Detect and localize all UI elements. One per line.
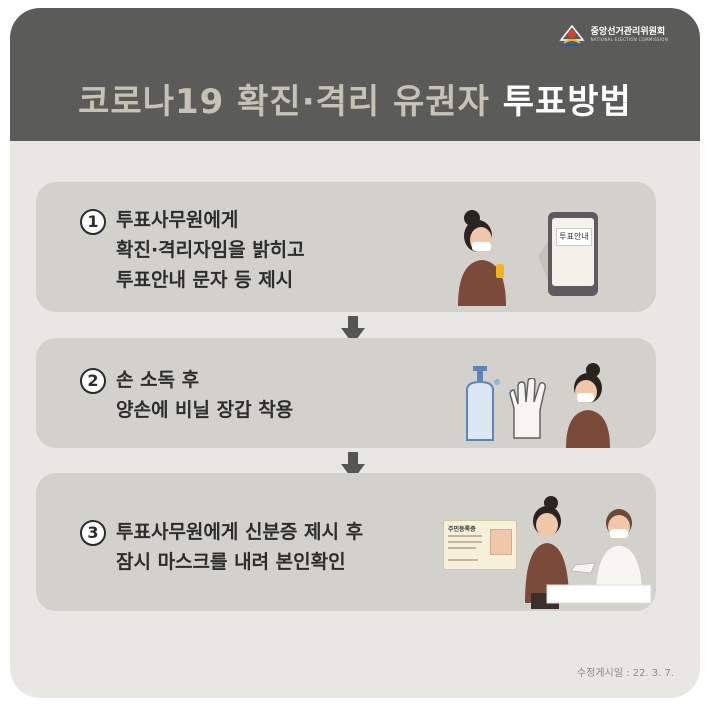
title-part2: 투표방법 [502, 82, 632, 122]
step-3-line-1: 투표사무원에게 신분증 제시 후 [116, 521, 364, 543]
title-part1: 코로나19 확진·격리 유권자 [78, 82, 490, 122]
step-3-line-2: 잠시 마스크를 내려 본인확인 [116, 551, 346, 573]
step-3-card: 3 투표사무원에게 신분증 제시 후 잠시 마스크를 내려 본인확인 주민등록증 [36, 473, 656, 611]
step-2-number: 2 [80, 368, 106, 394]
header: 중앙선거관리위원회 NATIONAL ELECTION COMMISSION 코… [10, 8, 700, 141]
step-1-line-1: 투표사무원에게 [116, 209, 239, 231]
id-check-illustration [525, 496, 651, 609]
step-1-line-3: 투표안내 문자 등 제시 [116, 269, 294, 291]
step-2-line-2: 양손에 비닐 장갑 착용 [116, 399, 294, 421]
phone-message: 투표안내 [556, 228, 592, 246]
phone-icon: 투표안내 [548, 212, 598, 296]
step-1-number: 1 [80, 209, 106, 235]
page-title: 코로나19 확진·격리 유권자 투표방법 [10, 82, 700, 122]
down-arrow-icon [341, 316, 365, 344]
down-arrow-icon [341, 452, 365, 480]
masked-woman-illustration [566, 363, 610, 448]
logo-english: NATIONAL ELECTION COMMISSION [590, 37, 668, 42]
step-2-card: 2 손 소독 후 양손에 비닐 장갑 착용 [36, 338, 656, 448]
id-card-title: 주민등록증 [448, 526, 476, 533]
logo-korean: 중앙선거관리위원회 [590, 27, 666, 37]
step-1-card: 1 투표사무원에게 확진·격리자임을 밝히고 투표안내 문자 등 제시 투표안내 [36, 182, 656, 312]
step-1-line-2: 확진·격리자임을 밝히고 [116, 239, 305, 261]
revised-date: 수정게시일 : 22. 3. 7. [576, 668, 674, 679]
step-2-line-1: 손 소독 후 [116, 369, 200, 391]
election-commission-logo-icon [559, 24, 585, 46]
id-card-icon: 주민등록증 [443, 520, 517, 570]
sanitizer-icon [466, 366, 500, 441]
step-3-number: 3 [80, 520, 106, 546]
glove-icon [509, 378, 546, 439]
election-commission-logo: 중앙선거관리위원회 NATIONAL ELECTION COMMISSION [559, 24, 668, 46]
